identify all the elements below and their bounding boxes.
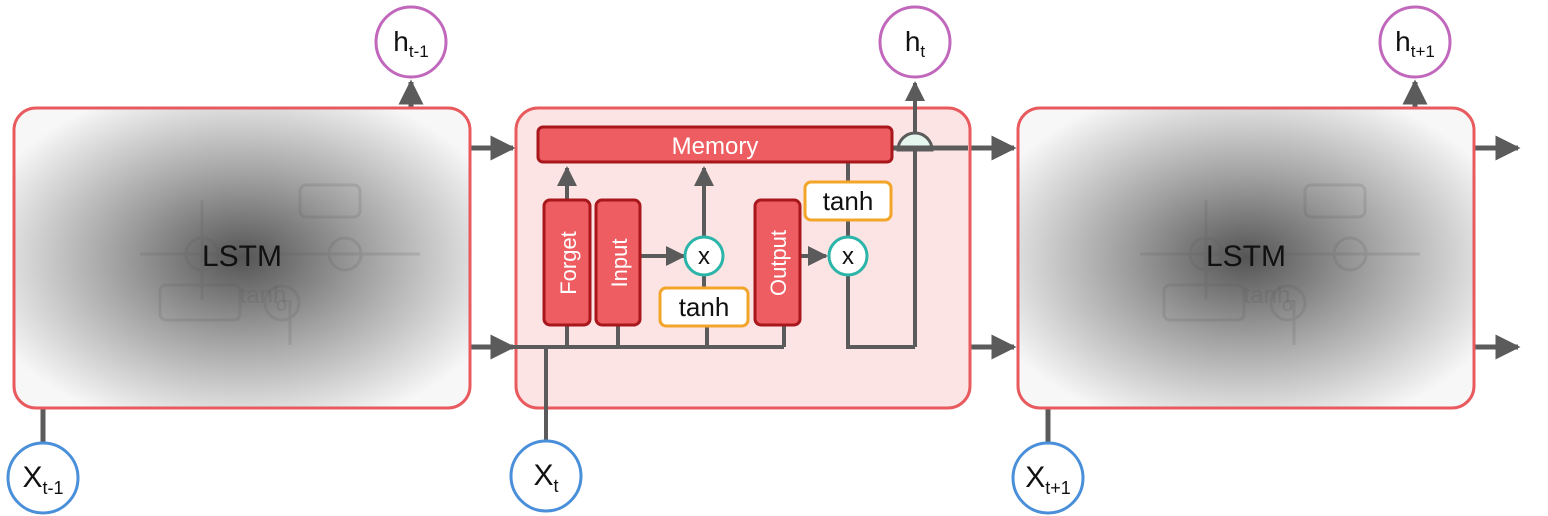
- tanh-input-box: [658, 286, 750, 328]
- cell-left-ghost-sigma: σ: [276, 294, 289, 316]
- multiply-input-label: x: [698, 243, 710, 270]
- cell-right-box: [1016, 106, 1476, 410]
- input-nodes: Xt-1 Xt Xt+1: [6, 439, 1085, 515]
- cell-right-ghost-content: [1140, 183, 1420, 345]
- multiply-output-icon: [827, 235, 869, 277]
- output-node-h-t-1-label: ht-1: [393, 26, 428, 61]
- cell-left-box: [12, 106, 472, 410]
- output-node-h-t-label: ht: [905, 26, 926, 61]
- forget-gate-label: Forget: [556, 231, 581, 295]
- forget-gate: [542, 198, 592, 327]
- tanh-output-label: tanh: [823, 186, 874, 216]
- input-node-x-t+1-label: Xt+1: [1025, 461, 1071, 498]
- input-node-x-t-1: [6, 441, 80, 515]
- cell-right-ghost-tanh: tanh: [1244, 282, 1291, 309]
- cell-middle-wiring: [513, 81, 925, 440]
- tanh-output-box: [803, 180, 893, 222]
- memory-label: Memory: [672, 133, 759, 160]
- memory-bar: [536, 125, 894, 164]
- input-node-x-t-label: Xt: [533, 459, 558, 496]
- input-node-x-t-1-label: Xt-1: [22, 461, 63, 498]
- tanh-input-label: tanh: [679, 292, 730, 322]
- cell-right-label: LSTM: [1206, 240, 1286, 273]
- multiply-input-icon: [683, 235, 725, 277]
- multiply-output-label: x: [842, 243, 854, 270]
- cell-left-ghost-content: [140, 183, 420, 345]
- output-node-h-t: [878, 5, 952, 79]
- input-gate-label: Input: [607, 239, 632, 288]
- input-node-x-t: [509, 439, 583, 513]
- lstm-cell-middle: Memory Forget Input Output tanh tanh x x: [513, 81, 972, 440]
- lstm-cell-right: tanh σ LSTM: [1016, 106, 1476, 410]
- cell-left-ghost-tanh: tanh: [240, 282, 287, 309]
- output-nodes: ht-1 ht ht+1: [374, 5, 1452, 79]
- output-gate-label: Output: [766, 230, 791, 296]
- cell-right-ghost-sigma: σ: [1282, 294, 1295, 316]
- input-gate: [594, 198, 642, 327]
- output-gate: [753, 198, 802, 327]
- lstm-cell-left: tanh σ LSTM: [12, 106, 472, 410]
- input-node-x-t+1: [1011, 441, 1085, 515]
- output-node-h-t+1: [1378, 5, 1452, 79]
- cell-left-label: LSTM: [202, 240, 282, 273]
- output-node-h-t+1-label: ht+1: [1395, 26, 1435, 61]
- output-node-h-t-1: [374, 5, 448, 79]
